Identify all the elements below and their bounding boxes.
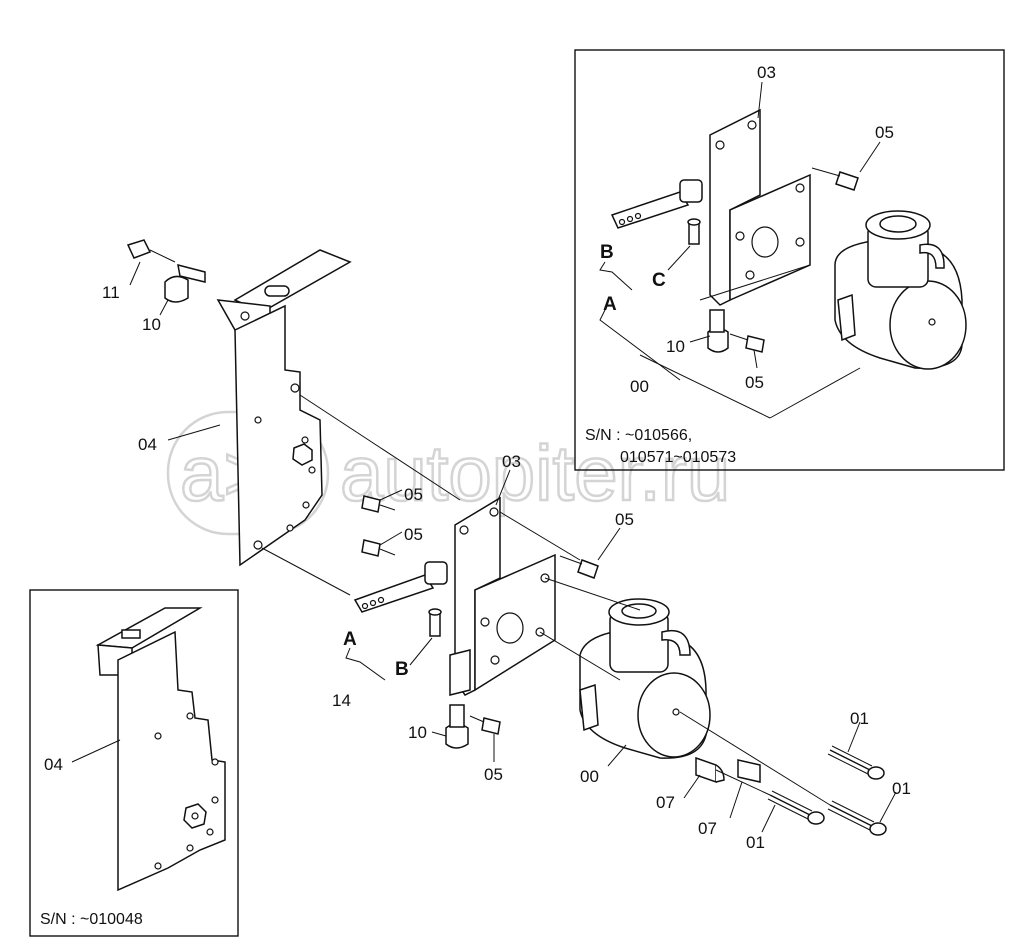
- inset-left-plate-04: [95, 607, 226, 892]
- main-label-01a: 01: [850, 709, 869, 728]
- inset-left-serial: S/N : ~010048: [40, 911, 143, 928]
- main-bolt-05-d: [469, 715, 501, 735]
- inset-bolt-05-upper: [811, 167, 859, 191]
- main-clip-07-a: [695, 756, 725, 784]
- main-label-05c: 05: [615, 510, 634, 529]
- inset-right-frame: [574, 49, 1005, 471]
- main-plate-04: [216, 249, 352, 567]
- main-assembly: 11 10 04 05 05 03 05 A B 14 10 05 00 07 …: [102, 239, 911, 852]
- main-label-b: B: [395, 659, 409, 680]
- main-label-01b: 01: [892, 779, 911, 798]
- main-label-00: 00: [580, 767, 599, 786]
- main-label-03: 03: [502, 452, 521, 471]
- inset-lever: [610, 179, 703, 229]
- main-label-05b: 05: [404, 525, 423, 544]
- main-bolt-05-b: [361, 539, 396, 557]
- main-screw-01-c: [827, 800, 887, 836]
- main-label-04: 04: [138, 435, 157, 454]
- watermark: a> autopiter.ru: [166, 410, 732, 536]
- inset-screw-c: [687, 218, 701, 245]
- inset-label-03: 03: [757, 63, 776, 82]
- main-bolt-11: [126, 239, 176, 263]
- inset-label-05a: 05: [875, 123, 894, 142]
- inset-left-label-04: 04: [44, 755, 63, 774]
- main-bolt-05-a: [361, 495, 396, 513]
- inset-left-frame: [29, 589, 239, 937]
- watermark-text: autopiter.ru: [340, 429, 730, 517]
- main-label-11: 11: [102, 283, 120, 302]
- main-label-07a: 07: [656, 793, 675, 812]
- main-lever-a: [353, 561, 448, 613]
- inset-label-c: C: [652, 270, 666, 291]
- main-label-05a: 05: [404, 485, 423, 504]
- main-clamp-10-top: [164, 263, 206, 303]
- main-bolt-05-c: [559, 555, 599, 579]
- main-solenoid-00: [579, 598, 711, 759]
- inset-solenoid: [834, 210, 967, 370]
- main-label-07b: 07: [698, 819, 717, 838]
- main-label-14: 14: [332, 691, 351, 710]
- main-screw-01-b: [767, 790, 825, 825]
- inset-clamp-10: [707, 309, 729, 353]
- main-screw-b: [428, 608, 442, 637]
- inset-serial-line1: S/N : ~010566,: [585, 427, 692, 444]
- inset-label-b: B: [600, 242, 614, 263]
- inset-label-10: 10: [666, 337, 685, 356]
- inset-label-a: A: [603, 294, 617, 315]
- main-clamp-10-bottom: [445, 704, 469, 749]
- main-screw-01-a: [827, 745, 885, 780]
- inset-right: 03 05 B C A 10 05 00 S/N : ~010566, 0105…: [574, 49, 1005, 471]
- main-bracket-03: [449, 496, 556, 696]
- inset-bolt-05-lower: [729, 333, 765, 353]
- main-label-01c: 01: [746, 833, 765, 852]
- inset-left: 04 S/N : ~010048: [29, 589, 239, 937]
- inset-serial-line2: 010571~010573: [620, 449, 736, 466]
- inset-bracket-03: [709, 108, 811, 306]
- inset-label-00: 00: [630, 377, 649, 396]
- main-label-10b: 10: [408, 723, 427, 742]
- main-clip-07-b: [737, 759, 761, 783]
- main-label-10a: 10: [142, 315, 161, 334]
- main-label-a: A: [343, 629, 357, 650]
- inset-label-05b: 05: [745, 373, 764, 392]
- main-label-05d: 05: [484, 765, 503, 784]
